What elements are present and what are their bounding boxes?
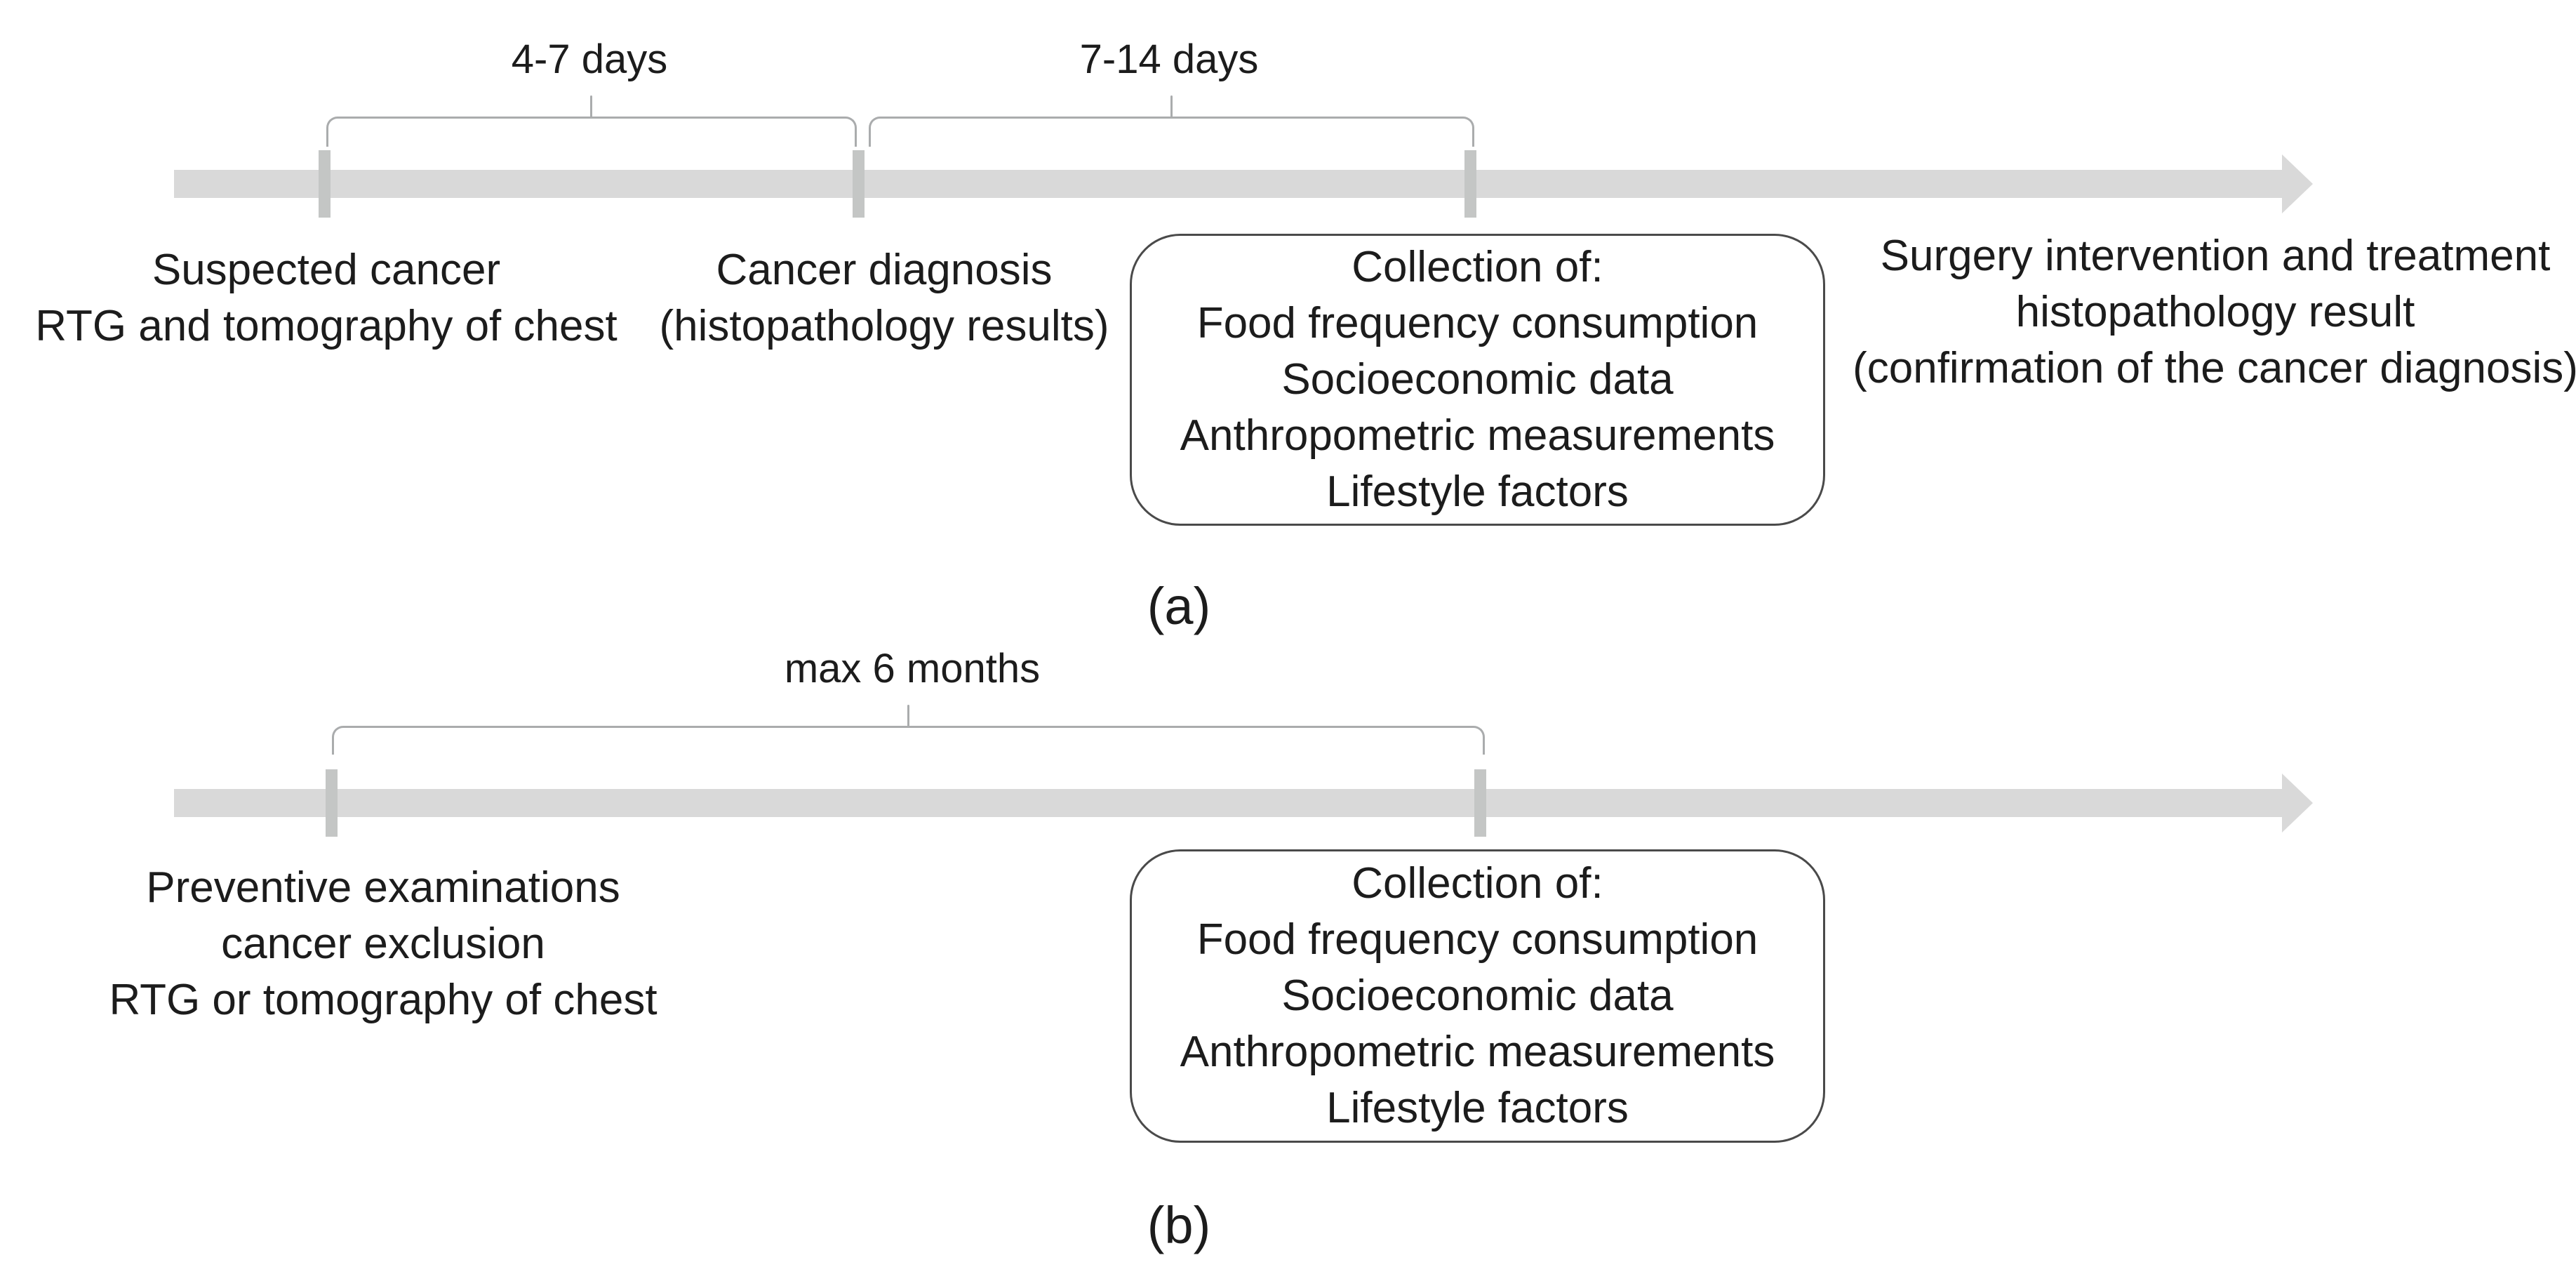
timeline-a-arrow-body — [174, 170, 2285, 198]
event-label-preventive-examinations: Preventive examinations cancer exclusion… — [67, 860, 699, 1028]
collection-box-line: Anthropometric measurements — [1180, 411, 1775, 460]
timeline-b-arrow-body — [174, 789, 2285, 817]
collection-box-line: Socioeconomic data — [1281, 355, 1674, 404]
timeline-a-tick-3 — [1464, 150, 1476, 218]
brace-a-4-7-days — [326, 95, 857, 147]
collection-box-line: Collection of: — [1352, 243, 1603, 291]
collection-box-line: Lifestyle factors — [1326, 467, 1629, 516]
event-label-cancer-diagnosis: Cancer diagnosis (histopathology results… — [568, 242, 1200, 354]
event-label-suspected-cancer: Suspected cancer RTG and tomography of c… — [11, 242, 642, 354]
event-line: RTG or tomography of chest — [109, 976, 658, 1024]
collection-box-line: Collection of: — [1352, 859, 1603, 908]
collection-box-a: Collection of: Food frequency consumptio… — [1130, 234, 1825, 526]
brace-stem-icon — [907, 705, 909, 728]
collection-box-line: Food frequency consumption — [1196, 299, 1759, 347]
brace-a-7-14-days — [869, 95, 1474, 147]
event-line: (histopathology results) — [659, 302, 1109, 350]
collection-box-line: Socioeconomic data — [1281, 971, 1674, 1020]
brace-b-max-6-months — [332, 705, 1485, 755]
brace-stem-icon — [590, 95, 592, 119]
event-line: (confirmation of the cancer diagnosis) — [1853, 344, 2576, 392]
event-line: histopathology result — [2015, 288, 2415, 336]
caption-a: (a) — [1147, 577, 1211, 635]
event-line: Cancer diagnosis — [716, 246, 1053, 294]
collection-box-b: Collection of: Food frequency consumptio… — [1130, 849, 1825, 1143]
timeline-b-tick-1 — [326, 769, 338, 837]
timeline-b-arrowhead-icon — [2282, 774, 2313, 832]
collection-box-line: Food frequency consumption — [1196, 915, 1759, 964]
timeline-b-tick-2 — [1474, 769, 1486, 837]
event-line: Surgery intervention and treatment — [1880, 232, 2551, 280]
event-line: Suspected cancer — [152, 246, 501, 294]
event-label-surgery-intervention: Surgery intervention and treatment histo… — [1829, 228, 2576, 397]
collection-box-line: Lifestyle factors — [1326, 1084, 1629, 1132]
brace-stem-icon — [1170, 95, 1173, 119]
caption-b: (b) — [1147, 1196, 1211, 1254]
event-line: cancer exclusion — [221, 920, 545, 968]
timeline-a-tick-2 — [853, 150, 865, 218]
timeline-a-tick-1 — [319, 150, 331, 218]
timeline-a-arrowhead-icon — [2282, 154, 2313, 213]
duration-label-7-14-days: 7-14 days — [1079, 37, 1259, 82]
collection-box-line: Anthropometric measurements — [1180, 1028, 1775, 1076]
event-line: RTG and tomography of chest — [35, 302, 618, 350]
duration-label-4-7-days: 4-7 days — [511, 37, 668, 82]
event-line: Preventive examinations — [146, 863, 620, 912]
duration-label-max-6-months: max 6 months — [784, 646, 1041, 691]
